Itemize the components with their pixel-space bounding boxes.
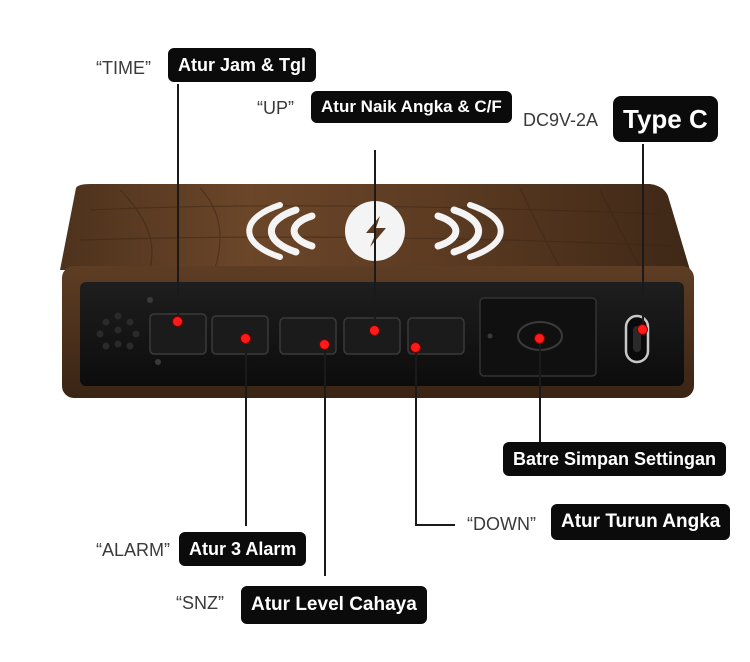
connector-battery (539, 338, 541, 444)
marker-alarm (241, 334, 250, 343)
time-tag: Atur Jam & Tgl (168, 48, 317, 82)
snz-caption: “SNZ” (176, 593, 224, 613)
marker-snz (320, 340, 329, 349)
alarm-button (211, 315, 269, 355)
connector-time (177, 84, 179, 322)
wireless-charging-icon (246, 201, 504, 261)
connector-alarm (245, 340, 247, 526)
connector-up (374, 150, 376, 330)
alarm-caption: “ALARM” (96, 540, 171, 560)
marker-power (638, 325, 647, 334)
power-caption: DC9V-2A (523, 110, 599, 130)
down-tag: Atur Turun Angka (551, 504, 731, 540)
down-button (407, 317, 465, 355)
connector-power (642, 144, 644, 330)
power-tag: Type C (613, 96, 718, 142)
marker-up (370, 326, 379, 335)
snz-button (279, 317, 337, 355)
connector-down-h (415, 524, 455, 526)
up-button (343, 317, 401, 355)
marker-battery (535, 334, 544, 343)
up-caption: “UP” (257, 98, 294, 118)
connector-snz (324, 344, 326, 576)
connector-down-v (415, 348, 417, 526)
marker-down (411, 343, 420, 352)
time-caption: “TIME” (96, 58, 151, 78)
up-tag: Atur Naik Angka & C/F (311, 91, 512, 123)
marker-time (173, 317, 182, 326)
battery-tag: Batre Simpan Settingan (503, 442, 727, 476)
speaker-grille (96, 312, 140, 350)
alarm-tag: Atur 3 Alarm (179, 532, 307, 566)
snz-tag: Atur Level Cahaya (241, 586, 427, 624)
down-caption: “DOWN” (467, 514, 536, 534)
